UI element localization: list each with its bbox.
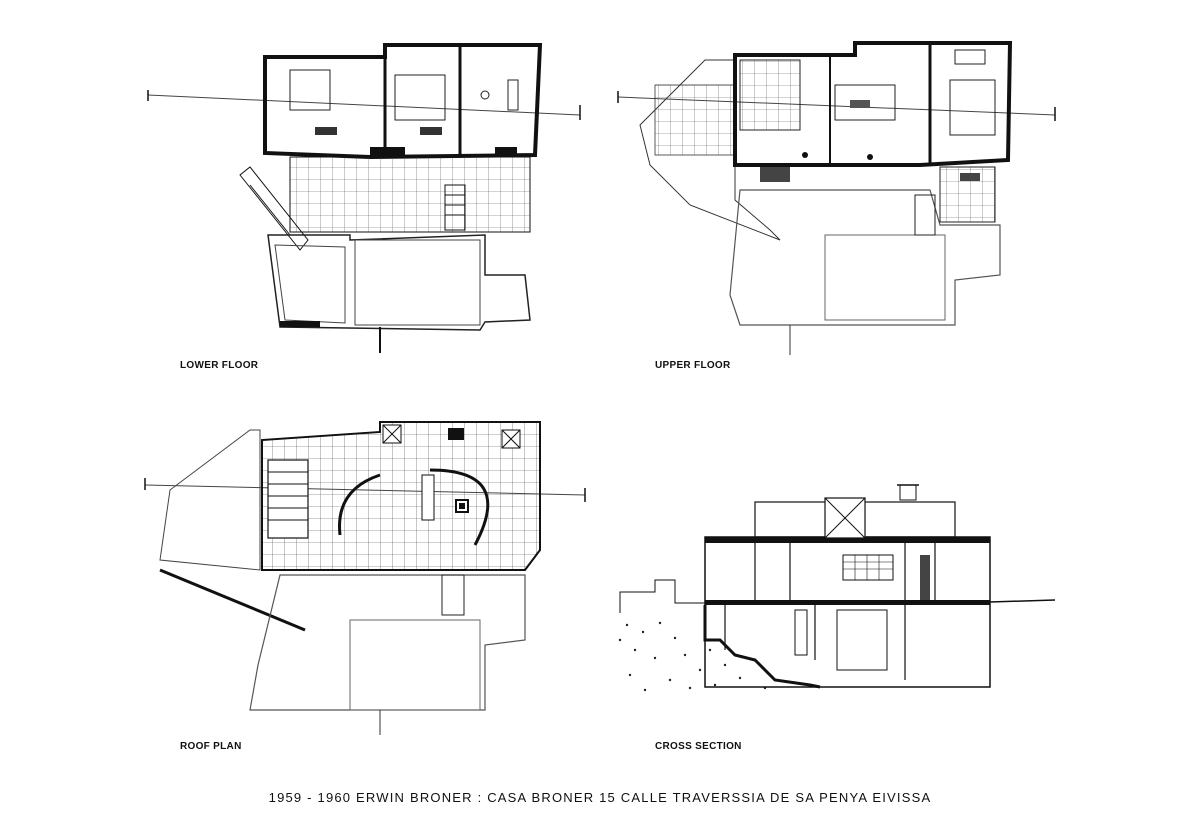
- cross-section-label: CROSS SECTION: [655, 741, 742, 752]
- roof-plan: [144, 421, 586, 735]
- upper-floor-plan: [617, 41, 1056, 355]
- lower-floor-plan: [147, 43, 581, 353]
- cross-section: [615, 484, 1056, 695]
- upper-floor-label: UPPER FLOOR: [655, 360, 731, 371]
- sheet-caption: 1959 - 1960 ERWIN BRONER : CASA BRONER 1…: [268, 790, 932, 805]
- lower-floor-label: LOWER FLOOR: [180, 360, 259, 371]
- roof-plan-label: ROOF PLAN: [180, 741, 242, 752]
